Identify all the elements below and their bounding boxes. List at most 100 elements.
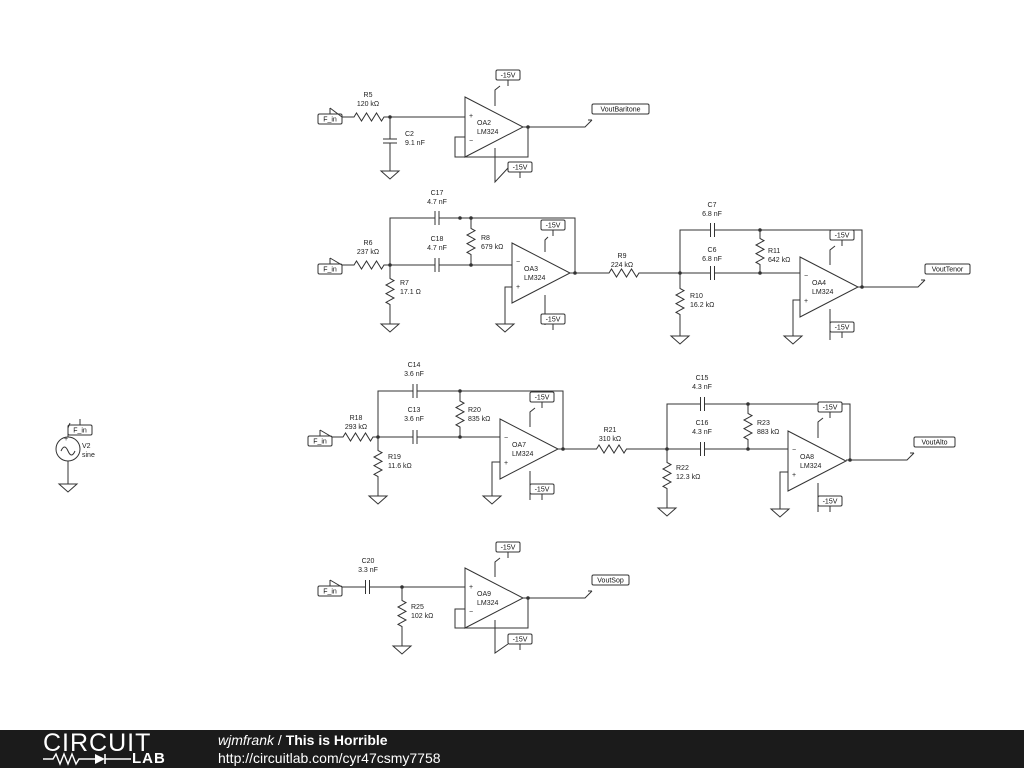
logo-lab-text: LAB: [132, 750, 166, 767]
fin-tag-baritone[interactable]: F_in: [317, 108, 343, 125]
label-v2-type: sine: [82, 452, 95, 459]
source-v2[interactable]: F_in + V2 sine: [55, 419, 95, 493]
rail-tag-oa4-top-text: -15V: [835, 233, 850, 240]
rail-tag-oa9-top[interactable]: -15V: [495, 541, 521, 558]
label-r18-value: 293 kΩ: [345, 424, 367, 431]
output-tag-baritone-text: VoutBaritone: [600, 107, 640, 114]
label-r22-value: 12.3 kΩ: [676, 474, 700, 481]
label-r19-ref: R19: [388, 454, 401, 461]
opamp-oa8-ref: OA8: [800, 454, 814, 461]
output-tag-tenor[interactable]: VoutTenor: [921, 263, 971, 281]
circuit-title: wjmfrank / This is Horrible: [218, 732, 388, 748]
fin-tag-tenor[interactable]: F_in: [317, 258, 343, 275]
rail-tag-oa7-bottom[interactable]: -15V: [529, 483, 555, 500]
fin-tag-baritone-text: F_in: [323, 117, 337, 124]
label-r25-ref: R25: [411, 604, 424, 611]
opamp-oa3-bottom-pin: +: [516, 284, 520, 291]
output-tag-alto[interactable]: VoutAlto: [910, 436, 956, 454]
opamp-oa7-top-pin: −: [504, 435, 508, 442]
label-c2-value: 9.1 nF: [405, 140, 425, 147]
label-c7-ref: C7: [708, 202, 717, 209]
rail-tag-oa3-top[interactable]: -15V: [540, 219, 566, 236]
output-tag-alto-text: VoutAlto: [921, 440, 947, 447]
fin-tag-source[interactable]: F_in: [67, 419, 93, 436]
fin-tag-source-text: F_in: [73, 428, 87, 435]
rail-tag-oa2-bottom[interactable]: -15V: [507, 161, 533, 178]
output-tag-tenor-text: VoutTenor: [932, 267, 964, 274]
author-link[interactable]: wjmfrank: [218, 732, 275, 748]
label-r5-value: 120 kΩ: [357, 101, 379, 108]
label-c20-ref: C20: [362, 558, 375, 565]
rail-tag-oa7-top[interactable]: -15V: [529, 391, 555, 408]
rail-tag-oa8-bottom[interactable]: -15V: [817, 495, 843, 512]
circuitlab-logo[interactable]: CIRCUIT LAB: [43, 729, 183, 768]
opamp-oa2-part: LM324: [477, 129, 499, 136]
output-tag-sop-text: VoutSop: [597, 578, 624, 585]
rail-tag-oa4-bottom[interactable]: -15V: [829, 321, 855, 338]
label-v2-ref: V2: [82, 443, 91, 450]
rail-tag-oa2-top[interactable]: -15V: [495, 69, 521, 86]
opamp-oa8-top-pin: −: [792, 447, 796, 454]
label-c13-ref: C13: [408, 407, 421, 414]
rail-tag-oa8-top[interactable]: -15V: [817, 401, 843, 418]
opamp-oa4-bottom-pin: +: [804, 298, 808, 305]
label-c20-value: 3.3 nF: [358, 567, 378, 574]
label-c7-value: 6.8 nF: [702, 211, 722, 218]
opamp-oa2-top-pin: +: [469, 113, 473, 120]
source-plus: +: [64, 436, 68, 443]
fin-tag-alto-text: F_in: [313, 439, 327, 446]
opamp-oa9-bottom-pin: −: [469, 609, 473, 616]
rail-tag-oa8-bottom-text: -15V: [823, 499, 838, 506]
opamp-oa4-ref: OA4: [812, 280, 826, 287]
rail-tag-oa9-bottom[interactable]: -15V: [507, 633, 533, 650]
opamp-oa8-part: LM324: [800, 463, 822, 470]
opamp-oa7-bottom-pin: +: [504, 460, 508, 467]
opamp-oa3-top-pin: −: [516, 259, 520, 266]
label-r11-value: 642 kΩ: [768, 257, 790, 264]
footer-bar: CIRCUIT LAB wjmfrank / This is Horrible …: [0, 730, 1024, 768]
logo-circuit-text: CIRCUIT: [43, 729, 152, 757]
opamp-oa2-bottom-pin: −: [469, 138, 473, 145]
label-r19-value: 11.6 kΩ: [388, 463, 412, 470]
label-c13-value: 3.6 nF: [404, 416, 424, 423]
rail-tag-oa7-top-text: -15V: [535, 395, 550, 402]
fin-tag-sop[interactable]: F_in: [317, 580, 343, 597]
logo-diode-icon: [43, 752, 131, 766]
label-r8-value: 679 kΩ: [481, 244, 503, 251]
circuit-name: This is Horrible: [285, 732, 388, 748]
label-c2-ref: C2: [405, 131, 414, 138]
output-tag-sop[interactable]: VoutSop: [588, 574, 630, 592]
label-r7-ref: R7: [400, 280, 409, 287]
rail-tag-oa3-bottom[interactable]: -15V: [540, 313, 566, 330]
fin-tag-alto[interactable]: F_in: [307, 430, 333, 447]
output-tag-baritone[interactable]: VoutBaritone: [588, 103, 650, 121]
opamp-oa8-bottom-pin: +: [792, 472, 796, 479]
rail-tag-oa4-top[interactable]: -15V: [829, 229, 855, 246]
label-r21-ref: R21: [604, 427, 617, 434]
circuit-url-link[interactable]: http://circuitlab.com/cyr47csmy7758: [218, 750, 441, 766]
rail-tag-oa9-bottom-text: -15V: [513, 637, 528, 644]
opamp-oa7-ref: OA7: [512, 442, 526, 449]
label-r7-value: 17.1 Ω: [400, 289, 421, 296]
opamp-oa4-part: LM324: [812, 289, 834, 296]
opamp-oa3-part: LM324: [524, 275, 546, 282]
label-c17-ref: C17: [431, 190, 444, 197]
label-c14-value: 3.6 nF: [404, 371, 424, 378]
opamp-oa3-ref: OA3: [524, 266, 538, 273]
label-c16-value: 4.3 nF: [692, 429, 712, 436]
opamp-oa2-ref: OA2: [477, 120, 491, 127]
label-r8-ref: R8: [481, 235, 490, 242]
label-c16-ref: C16: [696, 420, 709, 427]
opamp-oa9-ref: OA9: [477, 591, 491, 598]
